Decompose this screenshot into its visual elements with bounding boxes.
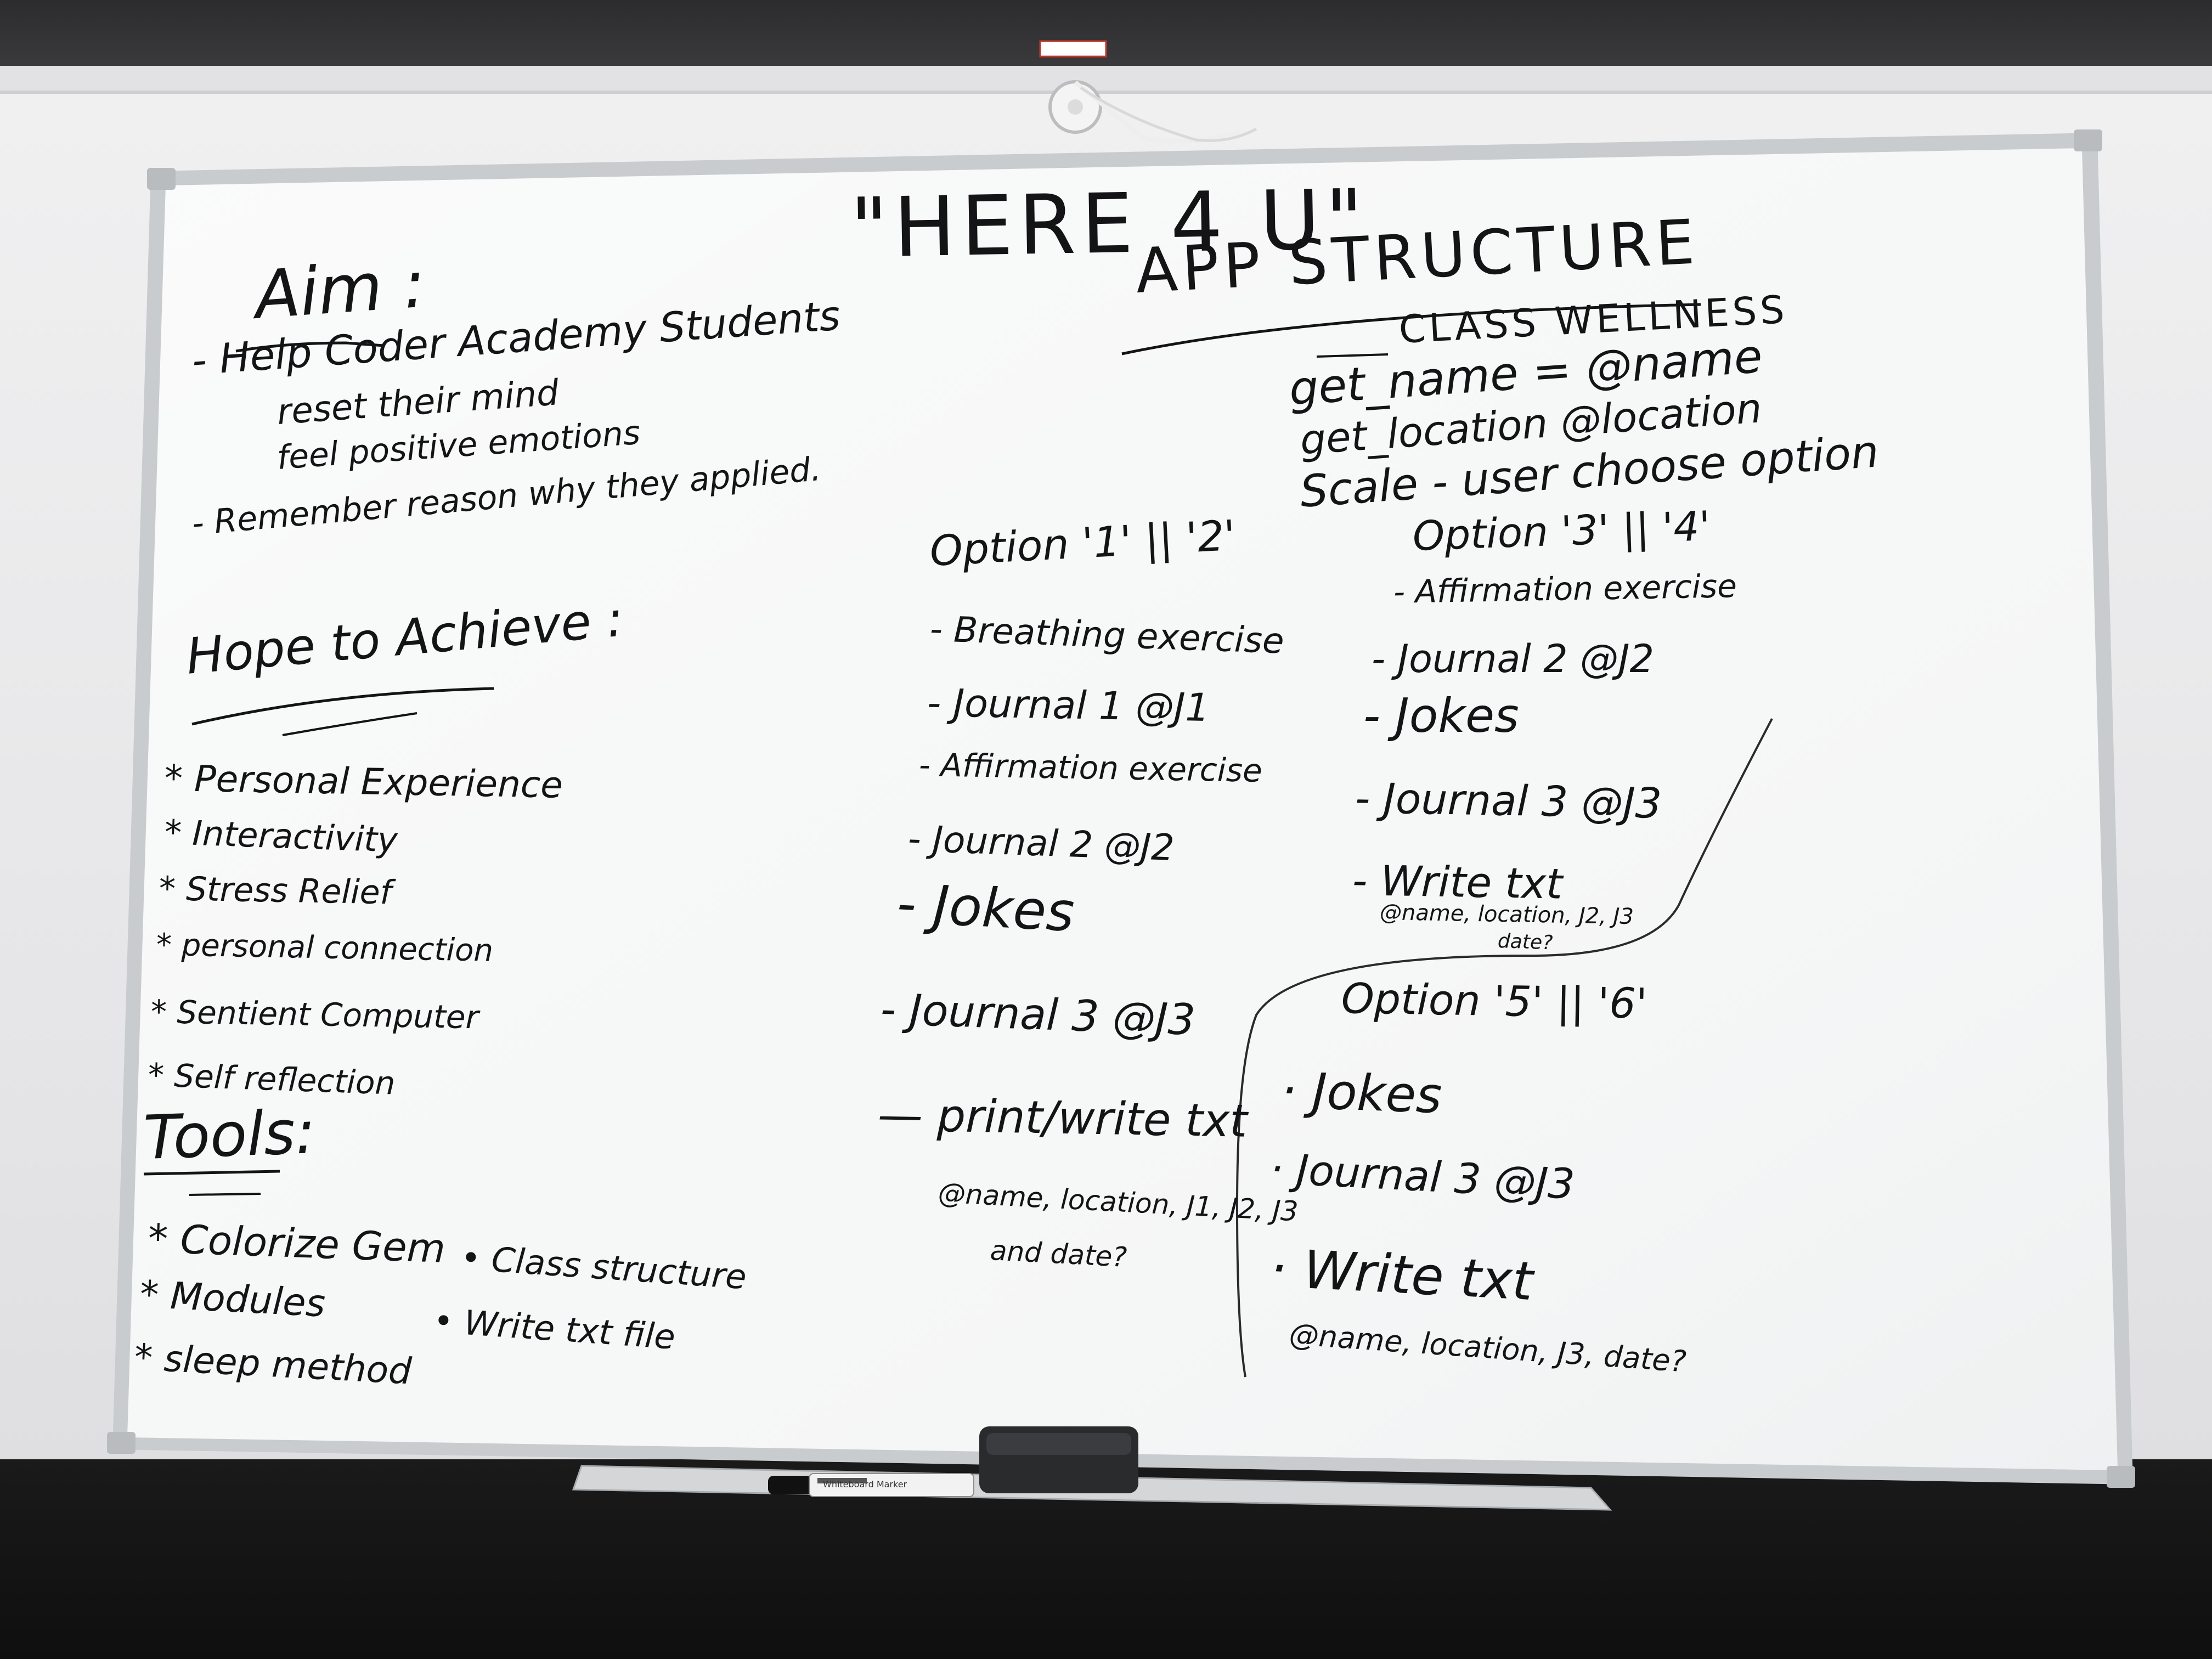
option-56-item: · Jokes (1280, 1062, 1443, 1125)
option-34-item: - Journal 2 @J2 (1372, 636, 1655, 681)
option-12-item: — print/write txt (877, 1089, 1248, 1148)
option-12-item: - Jokes (895, 872, 1076, 944)
hanger-icon (1048, 80, 1257, 144)
hope-item: * Interactivity (163, 812, 398, 860)
option-34-item: @name, location, J2, J3 (1379, 900, 1634, 930)
option-34-item: date? (1497, 930, 1553, 955)
hope-item: * personal connection (156, 927, 494, 969)
eraser-icon (979, 1426, 1138, 1493)
whiteboard-frame (107, 129, 2135, 1488)
option-34-item: - Jokes (1363, 689, 1519, 743)
option-12-item: - Journal 1 @J1 (927, 680, 1210, 730)
tools-heading: Tools: (142, 1097, 317, 1173)
divider-lines (143, 303, 1773, 1378)
hope-item: * Stress Relief (159, 870, 392, 912)
option-34-item: - Journal 3 @J3 (1355, 774, 1662, 828)
option-12-item: - Affirmation exercise (918, 746, 1263, 789)
projector-housing-edge (0, 40, 2212, 91)
marker-icon (768, 1473, 974, 1497)
hope-item: * Sentient Computer (150, 993, 479, 1036)
hope-item: * Personal Experience (164, 757, 563, 806)
option-34-item: - Affirmation exercise (1393, 567, 1737, 611)
aim-heading: Aim : (252, 246, 428, 334)
option-56-heading: Option '5' || '6' (1341, 974, 1648, 1028)
marker-label: Whiteboard Marker (823, 1479, 907, 1489)
